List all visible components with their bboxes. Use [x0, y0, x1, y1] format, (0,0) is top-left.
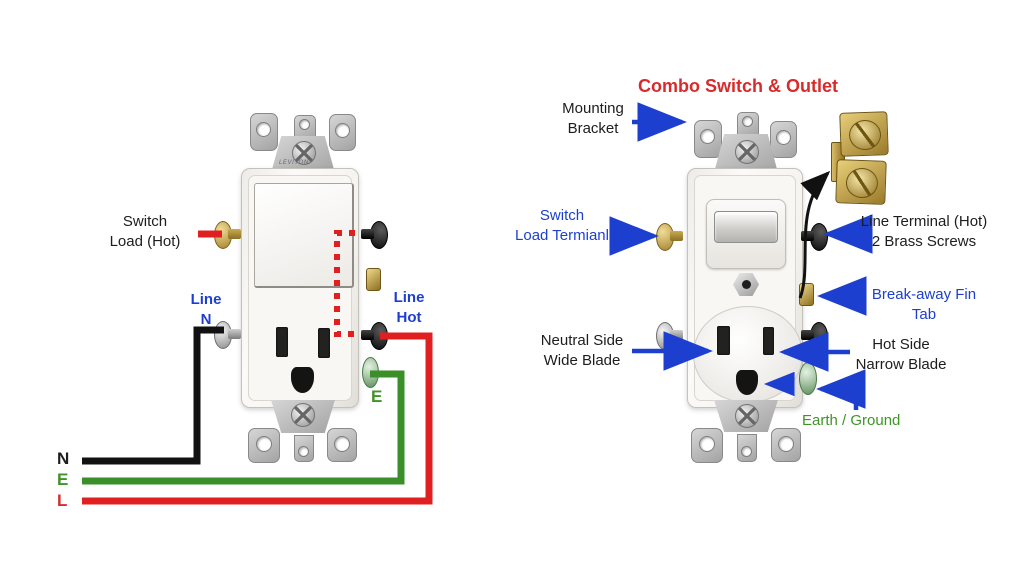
hot-side-label: Hot Side Narrow Blade	[855, 336, 947, 373]
right-bottom-bracket-tab-hole	[741, 446, 752, 457]
breakaway-fin-tab-label: Break-away Fin Tab	[871, 286, 977, 323]
left-top-bracket-tab-hole	[299, 119, 310, 130]
left-bracket-brand-text: LEVITON	[279, 160, 309, 166]
earth-ground-label: Earth / Ground	[802, 412, 901, 429]
right-top-bracket-screw	[735, 140, 759, 164]
right-outlet-neutral-slot	[717, 326, 730, 355]
line-hot-label: Line Hot	[393, 289, 425, 326]
earth-e-label: E	[371, 387, 383, 406]
right-outlet-ground-hole	[736, 370, 758, 395]
right-bottom-bracket-hole-left	[699, 436, 715, 452]
left-outlet-neutral-slot	[276, 327, 288, 357]
right-bottom-bracket-hole-right	[778, 436, 794, 452]
diagram-title: Combo Switch & Outlet	[638, 76, 838, 96]
left-bottom-bracket-ear-right	[327, 428, 357, 462]
wire-e-label: E	[57, 470, 69, 489]
line-terminal-label: Line Terminal (Hot) 2 Brass Screws	[860, 213, 988, 250]
left-bottom-bracket-hole-left	[256, 436, 272, 452]
neutral-wire	[82, 326, 224, 465]
left-top-bracket-hole-right	[335, 123, 350, 138]
right-hex-nut	[733, 273, 759, 296]
earth-wire	[82, 370, 405, 485]
line-n-label: Line N	[190, 291, 222, 328]
left-bottom-bracket-screw	[291, 403, 315, 427]
left-outlet-hot-slot	[318, 328, 330, 358]
right-toggle-switch	[714, 211, 778, 243]
wire-l-label: L	[57, 491, 68, 510]
mounting-bracket-label: Mounting Bracket	[562, 100, 624, 137]
right-top-bracket-hole-left	[700, 129, 715, 144]
left-breakaway-fin-tab	[366, 268, 381, 291]
right-bottom-bracket-screw	[735, 404, 759, 428]
line-hot-wire	[82, 332, 433, 505]
neutral-side-label: Neutral Side Wide Blade	[540, 332, 624, 369]
earth-ground-arrow	[816, 369, 866, 410]
left-top-bracket-ear-left	[250, 113, 278, 151]
left-top-bracket-screw	[292, 141, 316, 165]
left-top-bracket-hole-left	[256, 122, 271, 137]
wire-n-label: N	[57, 449, 70, 468]
internal-link-dotted-line	[334, 230, 355, 337]
brass-screws-callout-arrow	[798, 170, 831, 299]
left-bottom-bracket-hole-right	[334, 436, 350, 452]
right-top-bracket-tab-hole	[742, 116, 753, 127]
left-outlet-ground-hole	[291, 367, 314, 393]
right-top-bracket-hole-right	[776, 130, 791, 145]
switch-load-terminal-label: Switch Load Termianl	[515, 207, 609, 244]
left-bottom-bracket-tab-hole	[298, 446, 309, 457]
right-outlet-hot-slot	[763, 327, 774, 355]
switch-load-hot-label: Switch Load (Hot)	[109, 213, 181, 250]
